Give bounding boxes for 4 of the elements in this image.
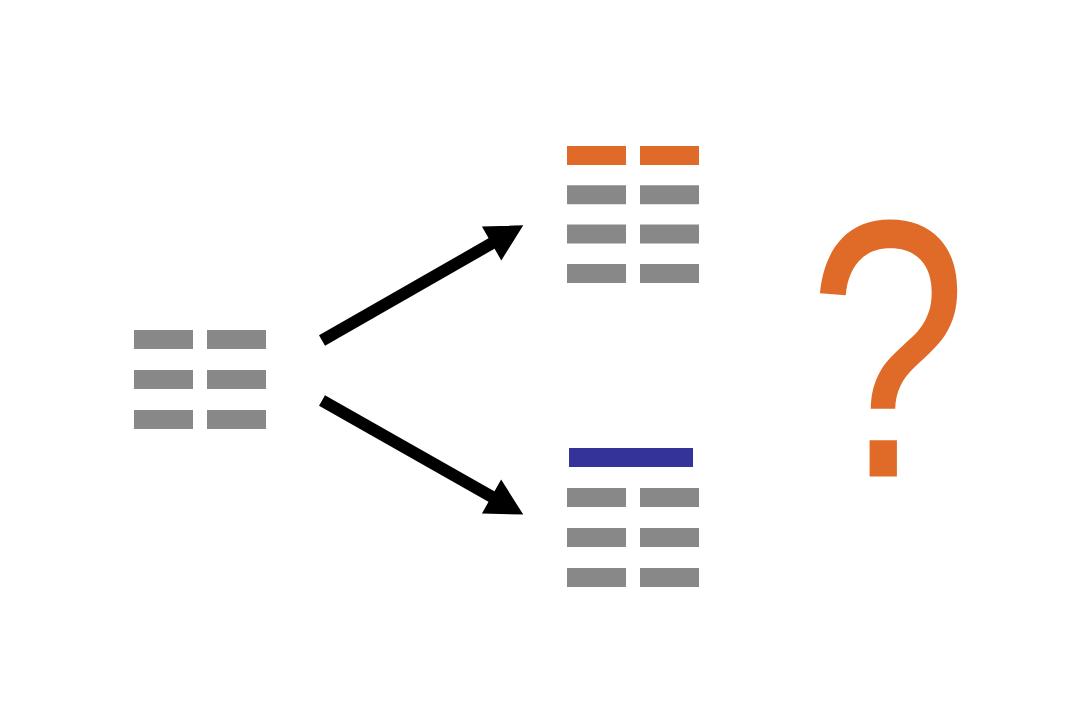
- line-stack-drawing: [567, 448, 699, 587]
- line-stack-drawing: [567, 146, 699, 283]
- question-mark: ?: [819, 219, 958, 477]
- line-stack-drawing: [134, 330, 266, 429]
